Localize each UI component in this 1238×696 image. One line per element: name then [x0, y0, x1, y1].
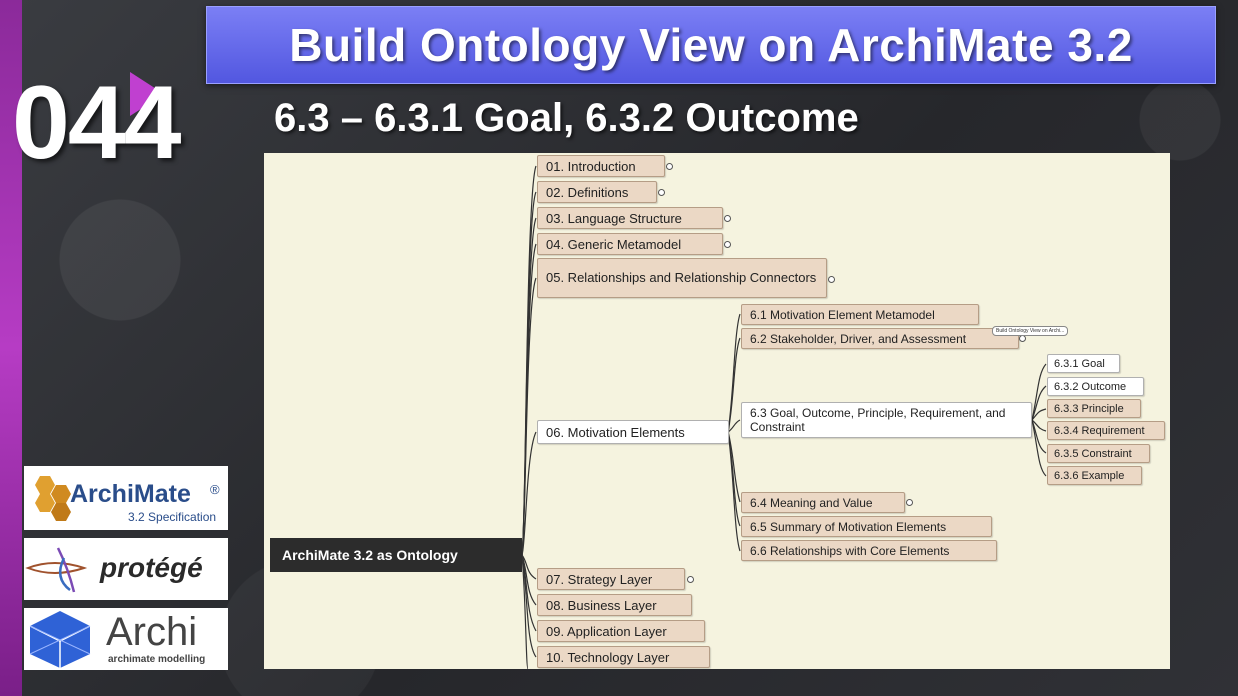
collapse-toggle-icon[interactable]	[1019, 335, 1026, 342]
protege-logo-text: protégé	[100, 552, 203, 583]
chapter-label: 06. Motivation Elements	[546, 424, 685, 440]
section-label: 6.4 Meaning and Value	[750, 495, 873, 510]
chapter-label: 09. Application Layer	[546, 623, 667, 639]
chapter-node-motivation-elements[interactable]: 06. Motivation Elements	[537, 420, 729, 444]
collapse-toggle-icon[interactable]	[906, 499, 913, 506]
chapter-node-language-structure[interactable]: 03. Language Structure	[537, 207, 723, 229]
archi-logo: Archi archimate modelling	[24, 608, 228, 670]
hexagon-icon	[35, 476, 71, 521]
episode-number: 044	[12, 65, 182, 181]
chapter-label: 01. Introduction	[546, 158, 636, 174]
chapter-node-business-layer[interactable]: 08. Business Layer	[537, 594, 692, 616]
registered-mark: ®	[210, 482, 220, 497]
chapter-node-definitions[interactable]: 02. Definitions	[537, 181, 657, 203]
subsection-node-goal[interactable]: 6.3.1 Goal	[1047, 354, 1120, 373]
collapse-toggle-icon[interactable]	[828, 276, 835, 283]
root-label: ArchiMate 3.2 as Ontology	[282, 547, 458, 563]
subsection-node-example[interactable]: 6.3.6 Example	[1047, 466, 1142, 485]
subsection-node-outcome[interactable]: 6.3.2 Outcome	[1047, 377, 1144, 396]
protege-mark-icon	[25, 547, 88, 593]
chapter-label: 07. Strategy Layer	[546, 571, 653, 587]
archi-logo-text: Archi	[106, 610, 198, 654]
subsection-node-constraint[interactable]: 6.3.5 Constraint	[1047, 444, 1150, 463]
chapter-label: 10. Technology Layer	[546, 649, 670, 665]
root-node[interactable]: ArchiMate 3.2 as Ontology	[270, 538, 522, 572]
section-node-6-2[interactable]: 6.2 Stakeholder, Driver, and Assessment	[741, 328, 1019, 349]
collapse-toggle-icon[interactable]	[724, 241, 731, 248]
collapse-toggle-icon[interactable]	[724, 215, 731, 222]
protege-logo: protégé	[24, 538, 228, 600]
section-label: 6.2 Stakeholder, Driver, and Assessment	[750, 331, 967, 346]
subsection-label: 6.3.3 Principle	[1054, 402, 1124, 415]
section-label: 6.5 Summary of Motivation Elements	[750, 519, 947, 534]
chapter-node-technology-layer[interactable]: 10. Technology Layer	[537, 646, 710, 668]
section-node-6-4[interactable]: 6.4 Meaning and Value	[741, 492, 905, 513]
slide-subtitle: 6.3 – 6.3.1 Goal, 6.3.2 Outcome	[274, 96, 859, 140]
collapse-toggle-icon[interactable]	[666, 163, 673, 170]
subsection-label: 6.3.5 Constraint	[1054, 447, 1132, 460]
chapter-label: 04. Generic Metamodel	[546, 236, 682, 252]
mindmap-connectors	[521, 165, 1047, 669]
purple-accent-strip	[0, 0, 22, 696]
subsection-label: 6.3.2 Outcome	[1054, 380, 1127, 393]
chapter-node-generic-metamodel[interactable]: 04. Generic Metamodel	[537, 233, 723, 255]
hover-tooltip: Build Ontology View on Archi...	[992, 326, 1069, 336]
chapter-node-relationships[interactable]: 05. Relationships and Relationship Conne…	[537, 258, 827, 298]
chapter-label: 02. Definitions	[546, 184, 629, 200]
chapter-node-strategy-layer[interactable]: 07. Strategy Layer	[537, 568, 685, 590]
chapter-node-introduction[interactable]: 01. Introduction	[537, 155, 665, 177]
section-label: 6.6 Relationships with Core Elements	[750, 543, 950, 558]
section-node-6-5[interactable]: 6.5 Summary of Motivation Elements	[741, 516, 992, 537]
subsection-node-requirement[interactable]: 6.3.4 Requirement	[1047, 421, 1165, 440]
archimate-logo-text: ArchiMate	[70, 480, 191, 508]
section-label: 6.3 Goal, Outcome, Principle, Requiremen…	[750, 406, 1006, 434]
section-node-6-6[interactable]: 6.6 Relationships with Core Elements	[741, 540, 997, 561]
chapter-label: 05. Relationships and Relationship Conne…	[546, 270, 817, 285]
archi-cube-icon	[29, 611, 91, 668]
chapter-label: 08. Business Layer	[546, 597, 657, 613]
section-node-6-3[interactable]: 6.3 Goal, Outcome, Principle, Requiremen…	[741, 402, 1032, 438]
section-label: 6.1 Motivation Element Metamodel	[750, 307, 935, 322]
subsection-label: 6.3.6 Example	[1054, 469, 1125, 482]
collapse-toggle-icon[interactable]	[658, 189, 665, 196]
archimate-logo-subtext: 3.2 Specification	[128, 510, 217, 524]
episode-arrow-icon	[130, 72, 164, 116]
archi-logo-subtext: archimate modelling	[108, 654, 206, 665]
subsection-label: 6.3.4 Requirement	[1054, 424, 1145, 437]
collapse-toggle-icon[interactable]	[687, 576, 694, 583]
chapter-label: 03. Language Structure	[546, 210, 682, 226]
section-node-6-1[interactable]: 6.1 Motivation Element Metamodel	[741, 304, 979, 325]
slide-title: Build Ontology View on ArchiMate 3.2	[289, 19, 1133, 71]
chapter-node-application-layer[interactable]: 09. Application Layer	[537, 620, 705, 642]
subsection-node-principle[interactable]: 6.3.3 Principle	[1047, 399, 1141, 418]
mindmap-canvas[interactable]: 01. Introduction 02. Definitions 03. Lan…	[264, 153, 1170, 669]
title-banner: Build Ontology View on ArchiMate 3.2	[206, 6, 1216, 84]
archimate-logo: ArchiMate ® 3.2 Specification	[24, 466, 228, 530]
subsection-label: 6.3.1 Goal	[1054, 357, 1105, 370]
